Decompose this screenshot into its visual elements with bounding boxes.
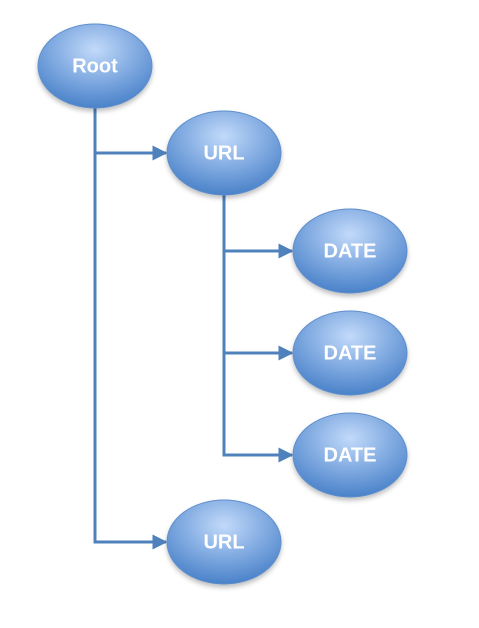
node-url2-shape <box>166 499 282 585</box>
connector-root-to-url1 <box>93 108 168 161</box>
connector-layer <box>93 108 294 550</box>
node-url1-label: URL <box>203 142 244 164</box>
node-url2: URL <box>166 499 282 585</box>
node-date2-shape <box>292 310 408 396</box>
node-date3-label: DATE <box>324 444 377 466</box>
node-url1: URL <box>166 110 282 196</box>
connector-url1-to-date2 <box>222 195 294 361</box>
node-date1: DATE <box>292 208 408 294</box>
node-date1-label: DATE <box>324 240 377 262</box>
node-date2: DATE <box>292 310 408 396</box>
connector-root-to-url2 <box>93 108 168 550</box>
node-date3: DATE <box>292 412 408 498</box>
node-root-label: Root <box>72 55 118 77</box>
connector-url1-to-date1 <box>222 195 294 259</box>
node-url2-label: URL <box>203 531 244 553</box>
node-root-shape <box>37 23 153 109</box>
node-date2-label: DATE <box>324 342 377 364</box>
node-date3-shape <box>292 412 408 498</box>
node-url1-shape <box>166 110 282 196</box>
node-root: Root <box>37 23 153 109</box>
connector-url1-to-date3 <box>222 195 294 463</box>
node-date1-shape <box>292 208 408 294</box>
